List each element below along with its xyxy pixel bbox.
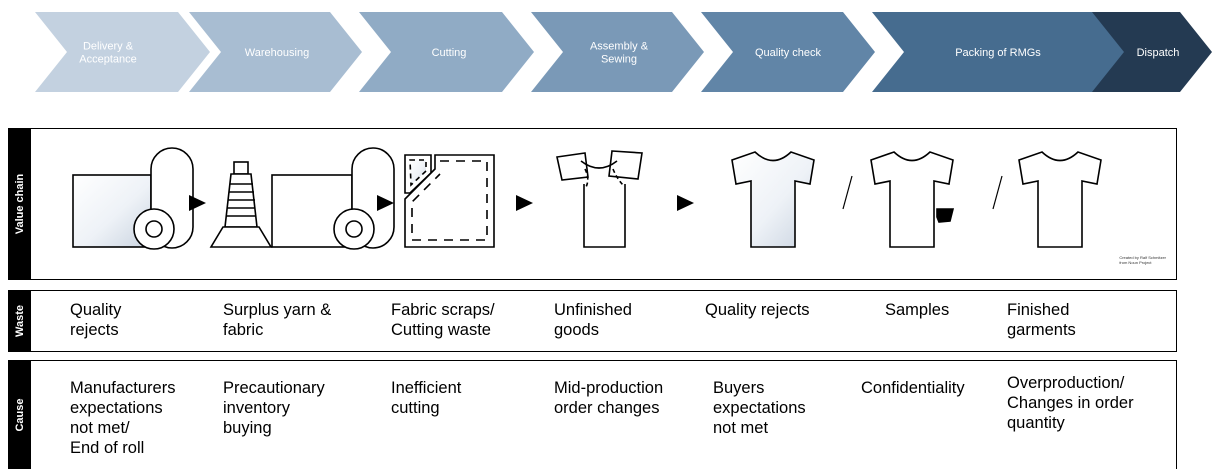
value-chain-tab: Value chain: [9, 129, 31, 279]
waste-item: Quality rejects: [70, 301, 122, 339]
chevron-step-4: Assembly &Sewing: [531, 12, 704, 92]
waste-label: Waste: [14, 305, 26, 337]
icon-credit: Created by Ralf Schmitzer from Noun Proj…: [1119, 255, 1166, 265]
waste-item: Quality rejects: [705, 301, 810, 319]
chevron-label: Packing of RMGs: [955, 47, 1041, 59]
chevron-label-line: Delivery &: [83, 41, 134, 53]
chevron-label-line: Quality check: [755, 47, 822, 59]
chevron-label: Cutting: [432, 47, 467, 59]
arrow-icon: [516, 195, 533, 211]
fabric-roll-icon: [72, 147, 194, 250]
waste-item: Unfinished goods: [554, 301, 632, 339]
fabric-roll-icon: [271, 147, 395, 250]
chevron-shape: [359, 12, 534, 92]
chevron-shape: [35, 12, 210, 92]
arrow-icon: [377, 195, 394, 211]
chevron-label: Assembly &Sewing: [590, 41, 649, 66]
cause-label: Cause: [14, 398, 26, 432]
cut-pattern-icon: [404, 154, 495, 248]
value-chain-icons: [72, 147, 1102, 250]
unfinished-shirt-icon: [556, 150, 643, 248]
chevron-step-5: Quality check: [701, 12, 875, 92]
chevron-shape: [872, 12, 1127, 92]
chevron-label: Quality check: [755, 47, 822, 59]
chevron-shape: [189, 12, 362, 92]
chevron-shape: [701, 12, 875, 92]
chevron-label-line: Dispatch: [1137, 47, 1180, 59]
chevron-label: Warehousing: [245, 47, 309, 59]
waste-item: Samples: [885, 301, 950, 319]
chevron-step-6: Packing of RMGs: [872, 12, 1127, 92]
waste-panel: Waste Quality rejects Surplus yarn & fab…: [8, 290, 1177, 352]
cause-item: Manufacturers expectations not met/ End …: [70, 379, 176, 457]
waste-item: Fabric scraps/ Cutting waste: [391, 301, 495, 339]
chevron-label-line: Sewing: [601, 54, 637, 66]
yarn-spool-icon: [209, 161, 273, 248]
chevron-step-3: Cutting: [359, 12, 534, 92]
shirt-icon: [731, 151, 815, 248]
chevron-label-line: Cutting: [432, 47, 467, 59]
slash-separator: [992, 175, 1003, 210]
chevron-step-2: Warehousing: [189, 12, 362, 92]
chevron-step-7: Dispatch: [1092, 12, 1212, 92]
chevron-label: Dispatch: [1137, 47, 1180, 59]
chevron-label-line: Assembly &: [590, 41, 649, 53]
arrow-icon: [677, 195, 694, 211]
waste-item: Surplus yarn & fabric: [223, 301, 332, 339]
chevron-step-1: Delivery &Acceptance: [35, 12, 210, 92]
chevron-shape: [531, 12, 704, 92]
cause-panel: Cause Manufacturers expectations not met…: [8, 360, 1177, 469]
chevron-shape: [1092, 12, 1212, 92]
chevron-label-line: Acceptance: [79, 54, 136, 66]
slash-separator: [842, 175, 853, 210]
chevron-label-line: Packing of RMGs: [955, 47, 1041, 59]
shirt-sample-icon: [870, 151, 955, 248]
waste-item: Finished garments: [1007, 301, 1076, 339]
cause-item: Buyers expectations not met: [713, 379, 806, 437]
chevron-label-line: Warehousing: [245, 47, 309, 59]
shirt-icon: [1018, 151, 1102, 248]
cause-item: Overproduction/ Changes in order quantit…: [1007, 374, 1134, 432]
cause-tab: Cause: [9, 361, 31, 469]
process-chevrons: Delivery &Acceptance Warehousing Cutting…: [35, 12, 1212, 92]
cause-item: Mid-production order changes: [554, 379, 664, 417]
arrow-icon: [189, 195, 206, 211]
waste-tab: Waste: [9, 291, 31, 351]
cause-item: Confidentiality: [861, 379, 965, 397]
chevron-label: Delivery &Acceptance: [79, 41, 136, 66]
cause-item: Inefficient cutting: [391, 379, 462, 417]
value-chain-panel: Value chain: [8, 128, 1177, 280]
cause-item: Precautionary inventory buying: [223, 379, 325, 437]
